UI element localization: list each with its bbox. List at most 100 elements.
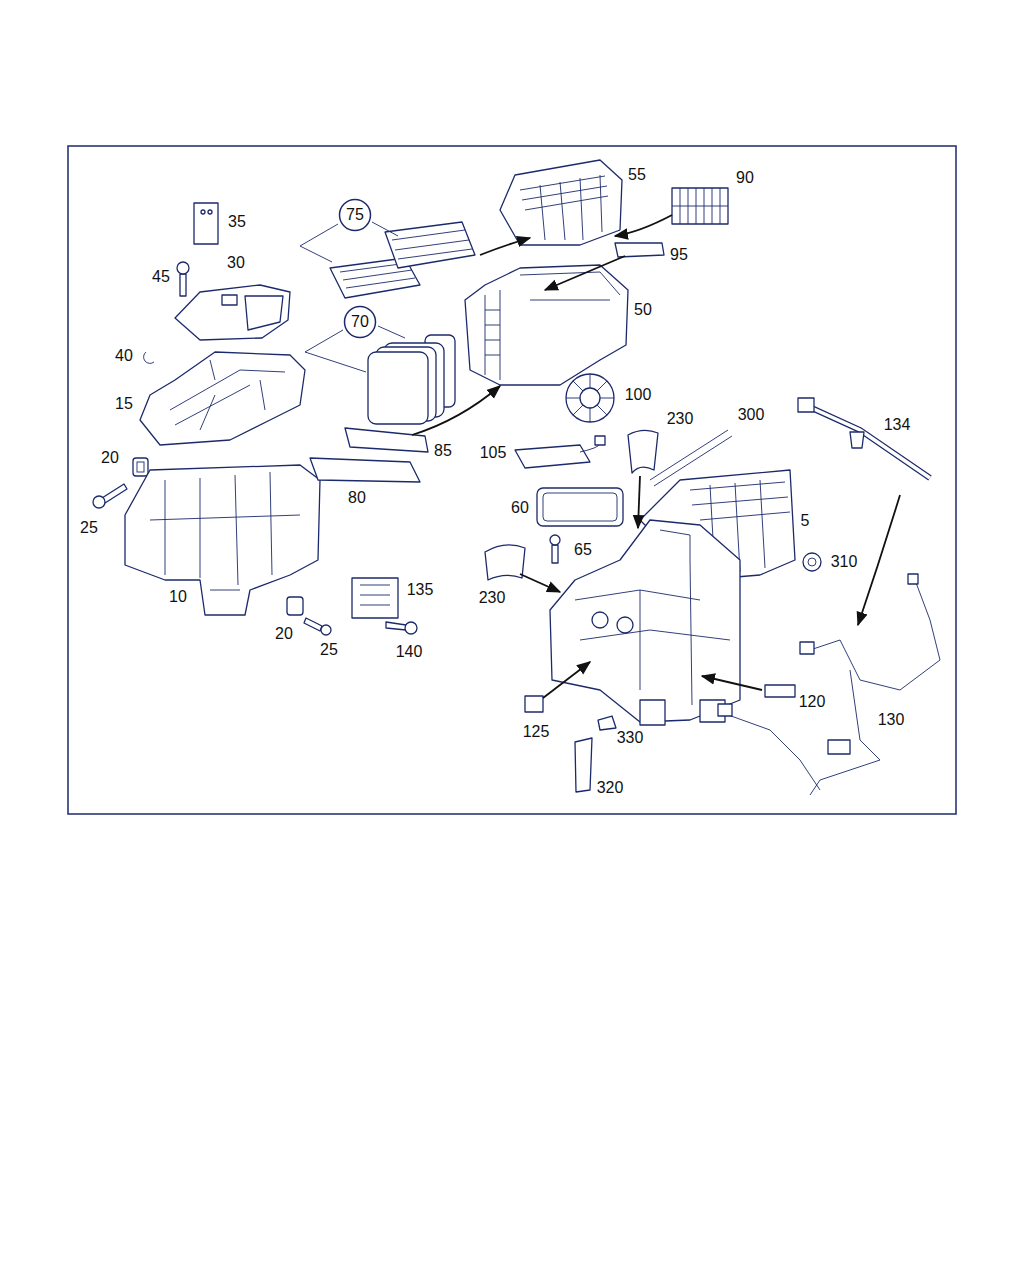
callout-number: 65 (573, 542, 593, 558)
lower-housing (125, 465, 320, 615)
callout-number: 130 (877, 712, 906, 728)
screw-shaft (180, 274, 186, 296)
resistor (515, 445, 590, 468)
tie-anchor (850, 432, 864, 448)
callout-number: 20 (274, 626, 294, 642)
filter-detail (392, 230, 472, 259)
actuator-detail (360, 585, 390, 605)
harness-plug (800, 642, 814, 654)
blower-wheel (566, 374, 614, 422)
clip-detail (137, 462, 144, 472)
hose (575, 738, 592, 792)
arrow (638, 476, 640, 528)
screw-head (177, 262, 189, 274)
callout-circle: 70 (343, 305, 377, 339)
arrow (615, 215, 672, 236)
callout-number: 25 (319, 642, 339, 658)
callout-number: 60 (510, 500, 530, 516)
seal-strip (615, 243, 664, 257)
callout-number: 140 (395, 644, 424, 660)
harness-plug (908, 574, 918, 584)
grille (672, 188, 728, 224)
callout-number: 85 (433, 443, 453, 459)
housing (465, 265, 628, 385)
sensor (525, 696, 543, 712)
arrow (543, 662, 590, 698)
screw-head (550, 535, 560, 545)
harness-plug (828, 740, 850, 754)
nut (803, 553, 821, 571)
screw-shaft (102, 484, 127, 503)
tie-head (798, 398, 814, 412)
callout-number: 15 (114, 396, 134, 412)
housing-detail (150, 472, 300, 590)
callout-number: 320 (596, 780, 625, 796)
callout-number: 75 (338, 198, 372, 223)
callout-circle: 75 (338, 198, 372, 232)
callout-number: 70 (343, 305, 377, 330)
arrow (520, 574, 560, 592)
air-duct (175, 285, 290, 340)
port (592, 612, 608, 628)
callout-number: 135 (406, 582, 435, 598)
plug (595, 436, 605, 445)
frame (68, 146, 956, 814)
clip (287, 597, 303, 615)
callout-number: 100 (624, 387, 653, 403)
screw-shaft (386, 622, 406, 630)
port (617, 617, 633, 633)
callout-number: 55 (627, 167, 647, 183)
callout-number: 80 (347, 490, 367, 506)
housing-detail (485, 272, 620, 380)
gasket-inner (543, 493, 617, 521)
callout-number: 45 (151, 269, 171, 285)
plate-hole (201, 210, 205, 214)
clip (144, 352, 154, 363)
callout-number: 230 (478, 590, 507, 606)
callout-number: 330 (616, 730, 645, 746)
cable-tie (805, 405, 930, 478)
callout-number: 300 (737, 407, 766, 423)
arrow (545, 256, 625, 290)
sensor (765, 685, 795, 697)
callout-number: 120 (798, 694, 827, 710)
cable-tie-inner (805, 405, 930, 478)
callout-number: 5 (800, 513, 811, 529)
callout-number: 20 (100, 450, 120, 466)
callout-number: 30 (226, 255, 246, 271)
arrow (412, 386, 500, 435)
housing-detail (170, 360, 285, 430)
callout-number: 95 (669, 247, 689, 263)
callout-number: 50 (633, 302, 653, 318)
clip (133, 458, 148, 476)
heater-core (500, 160, 622, 245)
callout-number: 10 (168, 589, 188, 605)
grommet (598, 716, 616, 730)
upper-housing (140, 352, 305, 445)
screw-head (405, 622, 417, 634)
blower-blades (566, 374, 614, 422)
arrow (702, 676, 762, 690)
nut-hole (808, 558, 816, 566)
seal-strip (345, 428, 428, 452)
callout-number: 90 (735, 170, 755, 186)
plate (194, 203, 218, 244)
screw-shaft (304, 618, 322, 631)
callout-number: 40 (114, 348, 134, 364)
screw-head (93, 496, 105, 508)
filter (385, 222, 475, 268)
shield (628, 430, 658, 473)
arrow (480, 238, 530, 255)
callout-number: 35 (227, 214, 247, 230)
gasket (537, 488, 623, 526)
grille-detail (672, 188, 728, 224)
arrow (858, 495, 900, 625)
callout-number: 25 (79, 520, 99, 536)
harness-plug (718, 704, 732, 716)
callout-number: 230 (666, 411, 695, 427)
module-housing (550, 520, 740, 722)
callout-number: 105 (479, 445, 508, 461)
seal-strip (310, 458, 420, 482)
core (368, 352, 428, 424)
